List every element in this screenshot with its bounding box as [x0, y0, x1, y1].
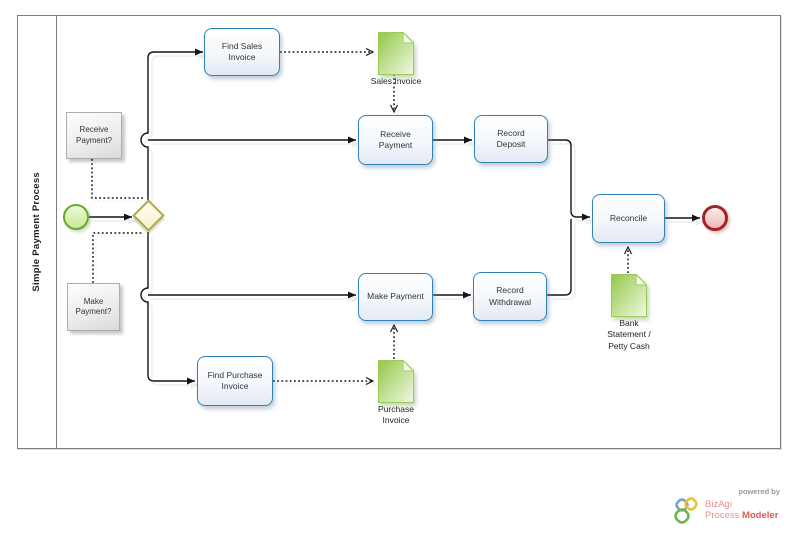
brand-name: BizAgi [705, 499, 732, 511]
task-find-purchase-invoice[interactable]: Find Purchase Invoice [197, 356, 273, 406]
flow-record-withdrawal-to-reconcile[interactable] [547, 219, 572, 296]
task-make-payment-label: Make Payment [367, 291, 424, 302]
task-find-purchase-invoice-label: Find Purchase Invoice [207, 369, 263, 391]
task-make-payment[interactable]: Make Payment [358, 273, 433, 321]
purchase-invoice-doc-label: Purchase Invoice [378, 404, 414, 426]
task-receive-payment[interactable]: Receive Payment [358, 115, 433, 165]
task-find-sales-invoice-label: Find Sales Invoice [221, 40, 263, 62]
powered-by-text: powered by [738, 487, 780, 496]
task-record-deposit[interactable]: Record Deposit [474, 115, 548, 163]
annotation-make-payment[interactable]: Make Payment? [67, 283, 120, 331]
flow-record-deposit-to-reconcile[interactable] [548, 139, 590, 221]
bizagi-branding: powered by BizAgi Process Modeler [672, 487, 782, 526]
task-find-sales-invoice[interactable]: Find Sales Invoice [204, 28, 280, 76]
task-record-deposit-label: Record Deposit [496, 127, 526, 149]
process-pool[interactable] [17, 15, 781, 449]
annotation-receive-payment[interactable]: Receive Payment? [66, 112, 122, 159]
end-event[interactable] [702, 205, 728, 231]
bizagi-logo-icon [674, 497, 698, 524]
brand-product-normal: Process [705, 510, 742, 521]
annotation-make-payment-label: Make Payment? [75, 296, 112, 316]
task-reconcile-label: Reconcile [609, 212, 648, 223]
task-reconcile[interactable]: Reconcile [592, 194, 665, 243]
brand-product-bold: Modeler [741, 510, 779, 521]
brand-product: Process Modeler [705, 510, 779, 522]
task-record-withdrawal-label: Record Withdrawal [488, 285, 532, 307]
task-receive-payment-label: Receive Payment [378, 128, 413, 150]
flow-gateway-to-find-sales-invoice[interactable] [140, 48, 203, 200]
bizagi-logo-text: BizAgi Process Modeler [705, 499, 779, 522]
pool-label-band[interactable]: Simple Payment Process [17, 15, 57, 449]
association-make-annotation-to-gateway[interactable] [92, 232, 143, 283]
task-record-withdrawal[interactable]: Record Withdrawal [473, 272, 547, 321]
purchase-invoice-document[interactable] [378, 360, 414, 403]
flow-gateway-to-find-purchase-invoice[interactable] [140, 232, 195, 385]
bank-statement-doc-label: Bank Statement / Petty Cash [607, 318, 651, 351]
sales-invoice-doc-label: Sales Invoice [370, 76, 422, 86]
association-receive-annotation-to-gateway[interactable] [91, 159, 143, 199]
bank-statement-document[interactable] [611, 274, 647, 317]
annotation-receive-payment-label: Receive Payment? [75, 125, 113, 145]
sales-invoice-document[interactable] [378, 32, 414, 75]
start-event[interactable] [63, 204, 89, 230]
